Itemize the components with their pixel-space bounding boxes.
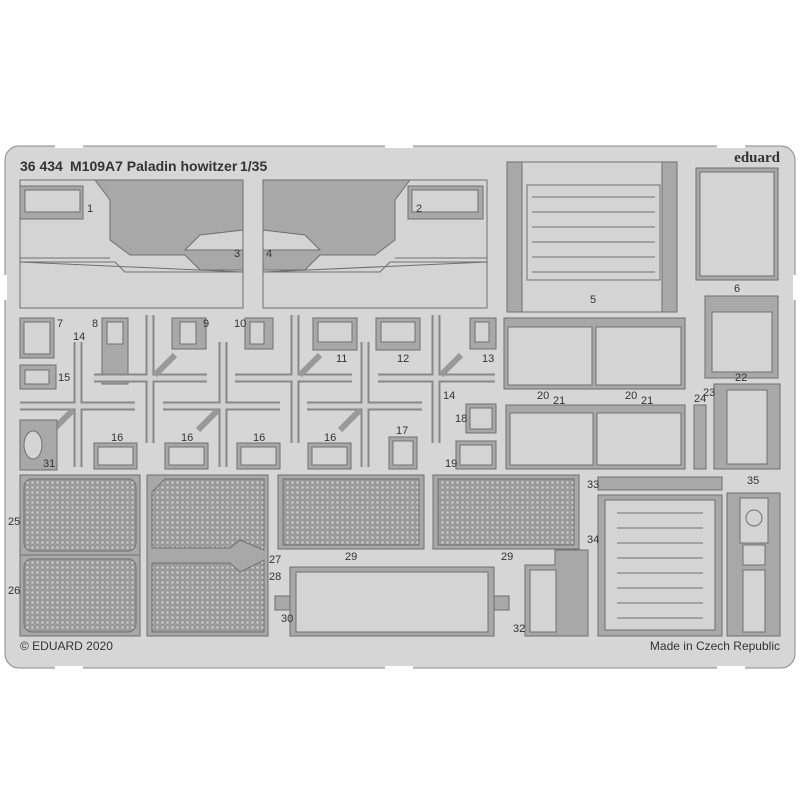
part-2 bbox=[407, 185, 484, 220]
part-29 bbox=[277, 474, 425, 550]
part-label-5: 5 bbox=[590, 294, 596, 306]
part-label-22: 22 bbox=[735, 372, 747, 384]
part-label-15: 15 bbox=[58, 372, 70, 384]
part-label-32: 32 bbox=[513, 623, 525, 635]
kit-title: M109A7 Paladin howitzer bbox=[70, 158, 238, 174]
part-label-17: 17 bbox=[396, 425, 408, 437]
part-9 bbox=[171, 317, 207, 350]
part-label-30: 30 bbox=[281, 613, 293, 625]
part-24 bbox=[693, 404, 707, 470]
part-label-12: 12 bbox=[397, 353, 409, 365]
part-label-14: 14 bbox=[443, 390, 455, 402]
part-label-14: 14 bbox=[73, 331, 85, 343]
part-18 bbox=[465, 403, 497, 434]
part-17 bbox=[388, 436, 418, 470]
part-label-29: 29 bbox=[345, 551, 357, 563]
part-29 bbox=[432, 474, 580, 550]
parts-20-21-lower bbox=[505, 404, 686, 470]
part-label-25: 25 bbox=[8, 516, 20, 528]
part-label-3: 3 bbox=[234, 248, 240, 260]
part-label-23: 23 bbox=[703, 387, 715, 399]
part-32 bbox=[524, 549, 589, 637]
part-label-20: 20 bbox=[537, 390, 549, 402]
part-label-9: 9 bbox=[203, 318, 209, 330]
part-label-16: 16 bbox=[181, 432, 193, 444]
part-16 bbox=[236, 442, 281, 470]
part-35 bbox=[726, 492, 781, 637]
part-33 bbox=[597, 476, 723, 491]
part-34 bbox=[597, 494, 723, 637]
part-label-7: 7 bbox=[57, 318, 63, 330]
kit-number: 36 434 bbox=[20, 158, 63, 174]
part-31 bbox=[19, 419, 58, 471]
part-label-1: 1 bbox=[87, 203, 93, 215]
eduard-logo: eduard bbox=[734, 150, 781, 166]
fret-edge-gaps bbox=[3, 144, 797, 670]
part-label-11: 11 bbox=[336, 353, 347, 365]
parts-27-28 bbox=[146, 474, 269, 637]
part-13 bbox=[469, 317, 497, 350]
part-5 bbox=[506, 161, 678, 313]
part-1 bbox=[19, 185, 84, 220]
origin-text: Made in Czech Republic bbox=[650, 639, 780, 653]
part-label-16: 16 bbox=[253, 432, 265, 444]
part-label-16: 16 bbox=[111, 432, 123, 444]
part-14-sprues bbox=[20, 315, 495, 467]
part-label-10: 10 bbox=[234, 318, 246, 330]
part-12 bbox=[375, 317, 421, 351]
part-label-20: 20 bbox=[625, 390, 637, 402]
part-label-35: 35 bbox=[747, 475, 759, 487]
part-16 bbox=[93, 442, 138, 470]
part-6 bbox=[695, 167, 779, 281]
part-label-27: 27 bbox=[269, 554, 281, 566]
part-16 bbox=[164, 442, 209, 470]
part-15 bbox=[19, 364, 57, 390]
part-label-16: 16 bbox=[324, 432, 336, 444]
part-26 bbox=[19, 554, 141, 637]
parts-20-21-upper bbox=[503, 317, 686, 390]
part-label-6: 6 bbox=[734, 283, 740, 295]
part-label-2: 2 bbox=[416, 203, 422, 215]
copyright-text: © EDUARD 2020 bbox=[20, 639, 113, 653]
part-label-26: 26 bbox=[8, 585, 20, 597]
part-label-29: 29 bbox=[501, 551, 513, 563]
part-label-13: 13 bbox=[482, 353, 494, 365]
part-label-21: 21 bbox=[553, 395, 565, 407]
kit-scale: 1/35 bbox=[240, 158, 267, 174]
part-30 bbox=[274, 566, 510, 637]
part-19 bbox=[455, 440, 497, 470]
part-23 bbox=[713, 383, 781, 470]
part-25 bbox=[19, 474, 141, 556]
part-label-28: 28 bbox=[269, 571, 281, 583]
part-number-labels: 1 2 3 4 5 6 7 8 9 10 11 12 13 14 14 15 1… bbox=[8, 203, 759, 635]
part-label-19: 19 bbox=[445, 458, 457, 470]
part-label-8: 8 bbox=[92, 318, 98, 330]
part-7 bbox=[19, 317, 55, 359]
part-8 bbox=[101, 317, 129, 385]
part-label-21: 21 bbox=[641, 395, 653, 407]
part-label-34: 34 bbox=[587, 534, 599, 546]
part-11 bbox=[312, 317, 358, 351]
part-label-33: 33 bbox=[587, 479, 599, 491]
part-label-4: 4 bbox=[266, 248, 272, 260]
part-22 bbox=[704, 295, 779, 379]
part-16 bbox=[307, 442, 352, 470]
part-label-31: 31 bbox=[43, 458, 55, 470]
part-label-18: 18 bbox=[455, 413, 467, 425]
part-label-24: 24 bbox=[694, 393, 706, 405]
part-10 bbox=[244, 317, 274, 350]
